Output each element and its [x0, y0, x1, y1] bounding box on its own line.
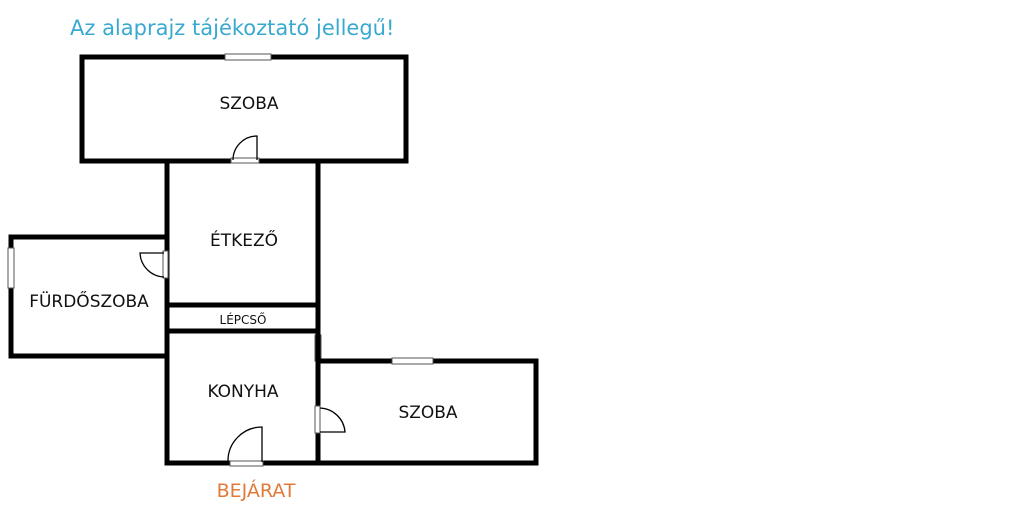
room-etkezo: ÉTKEZŐ	[164, 158, 321, 466]
room-label: SZOBA	[219, 94, 278, 114]
room-szoba-top: SZOBA	[79, 53, 409, 164]
door-threshold	[162, 250, 169, 279]
door-threshold	[314, 405, 321, 434]
window	[224, 53, 272, 61]
room-lepcso: LÉPCSŐ	[164, 312, 321, 334]
room-label: SZOBA	[398, 403, 457, 423]
entrance-door-threshold	[229, 460, 264, 467]
room-szoba-right: SZOBA	[314, 330, 539, 466]
door-swing-icon	[232, 135, 258, 161]
door-swing-icon	[139, 252, 165, 278]
disclaimer-title: Az alaprajz tájékoztató jellegű!	[70, 16, 394, 40]
room-label: ÉTKEZŐ	[210, 229, 278, 251]
window	[391, 357, 434, 365]
door-swing-icon	[227, 426, 263, 463]
window	[7, 247, 15, 289]
room-label: LÉPCSŐ	[220, 312, 267, 327]
room-furdoszoba: FÜRDŐSZOBA	[7, 234, 170, 359]
room-label: FÜRDŐSZOBA	[29, 290, 149, 312]
room-konyha: KONYHA	[164, 334, 322, 467]
room-label: KONYHA	[207, 382, 278, 402]
door-threshold	[230, 157, 260, 164]
door-swing-icon	[319, 407, 346, 433]
entrance-label: BEJÁRAT	[217, 479, 296, 502]
